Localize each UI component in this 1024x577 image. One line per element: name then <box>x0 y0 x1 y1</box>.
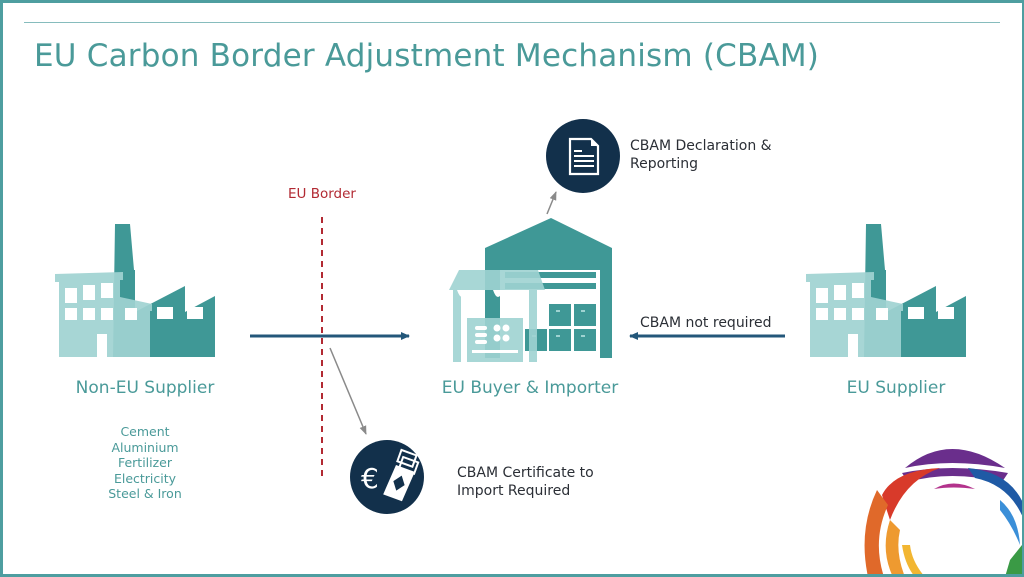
declaration-label: CBAM Declaration & Reporting <box>630 137 772 173</box>
title-rule <box>24 22 1000 23</box>
certificate-badge: € <box>350 440 424 514</box>
warehouse-store-icon <box>449 218 612 362</box>
multicolor-ring-logo <box>864 449 1022 574</box>
document-icon <box>568 137 600 176</box>
slide-title: EU Carbon Border Adjustment Mechanism (C… <box>34 38 820 74</box>
euro-certificate-icon: € <box>361 448 420 502</box>
non-eu-supplier-label: Non-EU Supplier <box>75 378 215 398</box>
goods-item: Fertilizer <box>117 455 173 470</box>
goods-item: Electricity <box>113 470 177 486</box>
certificate-label-line1: CBAM Certificate to <box>457 465 594 481</box>
certificate-label-line2: Import Required <box>457 483 571 499</box>
covered-goods-list: Cement Aluminium Fertilizer Electricity … <box>95 424 195 502</box>
eu-factory-icon <box>806 224 966 357</box>
svg-text:€: € <box>361 462 379 495</box>
declaration-label-line1: CBAM Declaration & <box>630 138 772 154</box>
goods-item: Steel & Iron <box>108 486 182 501</box>
goods-item: Cement <box>120 424 170 439</box>
non-eu-factory-icon <box>55 224 215 357</box>
certificate-label: CBAM Certificate to Import Required <box>457 464 594 500</box>
eu-buyer-label: EU Buyer & Importer <box>441 378 619 398</box>
eu-border-label: EU Border <box>288 186 356 202</box>
goods-item: Aluminium <box>111 439 179 455</box>
certificate-pointer-arrow <box>329 347 367 435</box>
eu-supplier-label: EU Supplier <box>846 378 946 398</box>
declaration-badge <box>546 119 620 193</box>
cbam-not-required-label: CBAM not required <box>640 315 772 331</box>
declaration-label-line2: Reporting <box>630 156 699 172</box>
declaration-pointer-arrow <box>546 191 557 215</box>
